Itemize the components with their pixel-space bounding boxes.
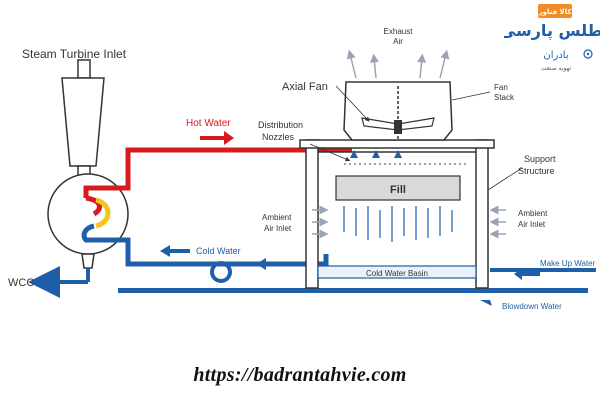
pump	[210, 261, 232, 283]
label-fan-stack-2: Stack	[494, 93, 515, 102]
cold-water-arrow	[160, 245, 190, 257]
label-axial-fan: Axial Fan	[282, 81, 328, 93]
label-ambient-air-inlet-right-1: Ambient	[518, 209, 548, 218]
steam-turbine	[61, 59, 105, 181]
label-ambient-air-inlet-left-2: Air Inlet	[264, 224, 292, 233]
logo-main-text: اطلس پارسی	[504, 21, 600, 41]
logo-fan-icon	[583, 49, 593, 59]
exhaust-air-arrows	[346, 49, 450, 79]
hot-water-pipe	[83, 147, 352, 217]
label-fan-stack-1: Fan	[494, 83, 508, 92]
label-exhaust-air-1: Exhaust	[384, 27, 414, 36]
label-distribution-nozzles-2: Nozzles	[262, 132, 295, 142]
tower-frame	[299, 139, 495, 289]
label-distribution-nozzles-1: Distribution	[258, 120, 303, 130]
water-rain	[343, 206, 453, 242]
condenser	[28, 173, 129, 298]
ambient-air-arrows-right	[489, 205, 506, 239]
label-exhaust-air-2: Air	[393, 37, 403, 46]
fill-media	[335, 175, 461, 201]
label-cold-water-basin: Cold Water Basin	[366, 269, 428, 278]
label-ambient-air-inlet-right-2: Air Inlet	[518, 220, 546, 229]
website-url[interactable]: https://badrantahvie.com	[193, 363, 407, 386]
logo-sub-text: بادران	[543, 50, 568, 61]
website-footer: https://badrantahvie.com	[0, 350, 600, 400]
label-support-structure-1: Support	[524, 154, 556, 164]
label-make-up-water: Make Up Water	[540, 259, 596, 268]
label-blowdown-water: Blowdown Water	[502, 302, 562, 311]
label-ambient-air-inlet-left-1: Ambient	[262, 213, 292, 222]
label-hot-water: Hot Water	[186, 118, 231, 129]
label-wcc: WCC	[8, 277, 34, 289]
axial-fan	[361, 117, 435, 134]
label-steam-turbine-inlet: Steam Turbine Inlet	[22, 47, 127, 61]
blowdown-water-arrow	[480, 300, 492, 306]
condenser-coil	[95, 197, 111, 229]
leader-lines	[309, 85, 523, 191]
ambient-air-arrows-left	[312, 205, 329, 239]
make-up-water-arrow	[514, 268, 540, 280]
cold-water-arrow-2	[256, 258, 286, 270]
brand-logo: کالا فناور اطلس پارسی بادران تهویه صنعت	[500, 0, 600, 78]
hot-water-arrow	[200, 131, 234, 145]
logo-badge-text: کالا فناور	[538, 8, 573, 16]
label-support-structure-2: Structure	[518, 166, 555, 176]
label-cold-water: Cold Water	[196, 246, 241, 256]
distribution-nozzles	[318, 150, 476, 165]
label-fill: Fill	[390, 184, 406, 196]
logo-tagline-text: تهویه صنعت	[541, 65, 571, 72]
cold-water-basin	[317, 265, 477, 279]
ground-line	[118, 288, 588, 293]
